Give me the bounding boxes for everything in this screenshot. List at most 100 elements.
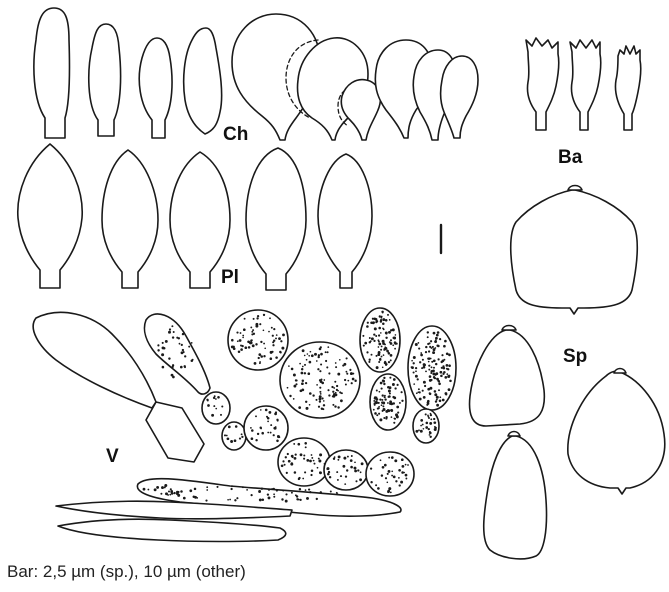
stipple-dot xyxy=(168,357,170,359)
stipple-dot xyxy=(425,351,427,353)
stipple-dot xyxy=(437,331,440,334)
stipple-dot xyxy=(429,346,431,348)
stipple-dot xyxy=(294,471,297,474)
stipple-dot xyxy=(378,346,380,348)
pleurocystidium xyxy=(318,154,372,288)
stipple-dot xyxy=(295,453,297,455)
stipple-dot xyxy=(241,345,243,347)
stipple-dot xyxy=(276,490,278,492)
stipple-dot xyxy=(423,363,426,366)
stipple-dot xyxy=(318,458,320,460)
stipple-dot xyxy=(299,499,301,501)
stipple-dot xyxy=(422,424,424,426)
spore xyxy=(484,436,547,559)
stipple-dot xyxy=(394,348,396,350)
stipple-dot xyxy=(251,331,253,333)
stipple-dot xyxy=(276,419,278,421)
stipple-dot xyxy=(415,343,418,346)
stipple-dot xyxy=(251,494,253,496)
stipple-dot xyxy=(427,336,429,338)
stipple-dot xyxy=(291,492,293,494)
stipple-dot xyxy=(304,364,306,366)
stipple-dot xyxy=(442,365,444,367)
stipple-dot xyxy=(293,443,295,445)
stipple-dot xyxy=(378,327,381,330)
stipple-dot xyxy=(280,340,282,342)
stipple-dot xyxy=(378,334,380,336)
stipple-dot xyxy=(387,396,389,398)
stipple-dot xyxy=(397,412,399,414)
stipple-dot xyxy=(383,417,385,419)
stipple-dot xyxy=(418,348,420,350)
stipple-dot xyxy=(310,474,312,476)
stipple-dot xyxy=(181,344,183,346)
stipple-dot xyxy=(425,413,427,415)
stipple-dot xyxy=(428,428,430,430)
stipple-dot xyxy=(380,319,382,321)
stipple-dot xyxy=(427,416,429,418)
stipple-dot xyxy=(295,379,297,381)
stipple-dot xyxy=(261,432,264,435)
stipple-dot xyxy=(423,366,426,369)
stipple-dot xyxy=(378,413,380,415)
stipple-dot xyxy=(236,332,238,334)
stipple-dot xyxy=(370,340,372,342)
stipple-dot xyxy=(319,471,322,474)
stipple-dot xyxy=(259,323,261,325)
stipple-dot xyxy=(258,357,260,359)
stipple-dot xyxy=(172,336,174,338)
stipple-dot xyxy=(315,399,317,401)
stipple-dot xyxy=(384,398,386,400)
stipple-dot xyxy=(394,387,396,389)
stipple-dot xyxy=(418,429,420,431)
stipple-dot xyxy=(417,378,419,380)
stipple-dot xyxy=(327,351,329,353)
stipple-dot xyxy=(288,460,291,463)
stipple-dot xyxy=(376,414,378,416)
stipple-dot xyxy=(393,378,396,381)
stipple-dot xyxy=(352,373,354,375)
stipple-dot xyxy=(323,379,325,381)
stipple-dot xyxy=(221,405,223,407)
stipple-dot xyxy=(273,434,275,436)
stipple-dot xyxy=(331,386,333,388)
stipple-dot xyxy=(337,459,339,461)
stipple-dot xyxy=(295,494,297,496)
stipple-dot xyxy=(273,493,275,495)
stipple-dot xyxy=(270,357,273,360)
stipple-dot xyxy=(413,362,415,364)
stipple-dot xyxy=(387,473,389,475)
pleurocystidia-group xyxy=(18,144,372,290)
stipple-dot xyxy=(260,428,262,430)
stipple-dot xyxy=(435,363,437,365)
stipple-dot xyxy=(284,464,286,466)
stipple-dot xyxy=(335,392,337,394)
stipple-dot xyxy=(257,433,259,435)
stipple-dot xyxy=(389,377,391,379)
stipple-dot xyxy=(383,328,385,330)
stipple-dot xyxy=(180,366,183,369)
stipple-dot xyxy=(275,356,278,359)
stipple-dot xyxy=(400,481,403,484)
stipple-dot xyxy=(302,349,305,352)
stipple-dot xyxy=(394,459,397,462)
stipple-dot xyxy=(312,394,314,396)
stipple-dot xyxy=(297,443,300,446)
stipple-dot xyxy=(276,440,279,443)
stipple-dot xyxy=(398,477,400,479)
stipple-dot xyxy=(311,454,313,456)
stipple-dot xyxy=(389,319,391,321)
stipple-dot xyxy=(308,489,310,491)
stipple-dot xyxy=(380,459,382,461)
stipple-dot xyxy=(143,488,146,491)
stipple-dot xyxy=(428,361,430,363)
stipple-dot xyxy=(430,379,432,381)
stipple-dot xyxy=(241,436,243,438)
stipple-dot xyxy=(388,457,390,459)
stipple-dot xyxy=(302,478,304,480)
spore-germ-pore xyxy=(568,186,582,191)
stipple-dot xyxy=(375,355,377,357)
stipple-dot xyxy=(250,341,253,344)
stipple-dot xyxy=(183,497,186,500)
stipple-dot xyxy=(161,353,164,356)
